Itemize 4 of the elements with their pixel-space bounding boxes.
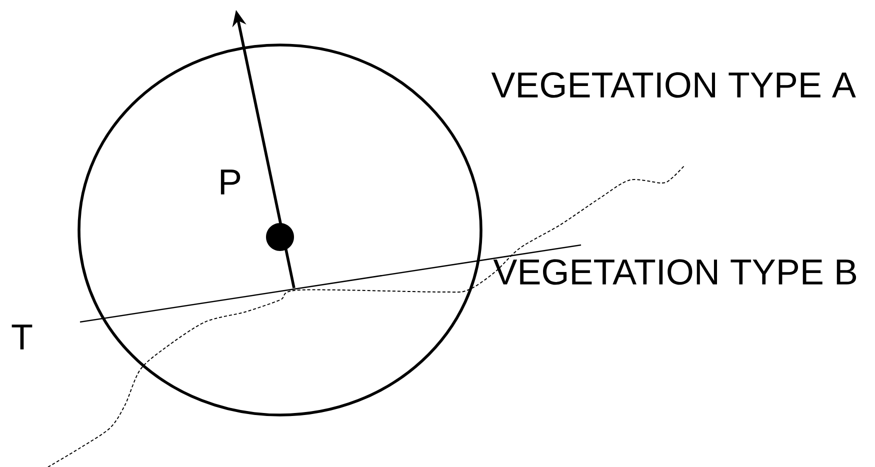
- vector-label: P: [220, 170, 240, 194]
- region-label: VEGETATION TYPE B: [493, 259, 856, 285]
- region-label: VEGETATION TYPE A: [491, 72, 856, 98]
- line-label: T: [12, 324, 32, 350]
